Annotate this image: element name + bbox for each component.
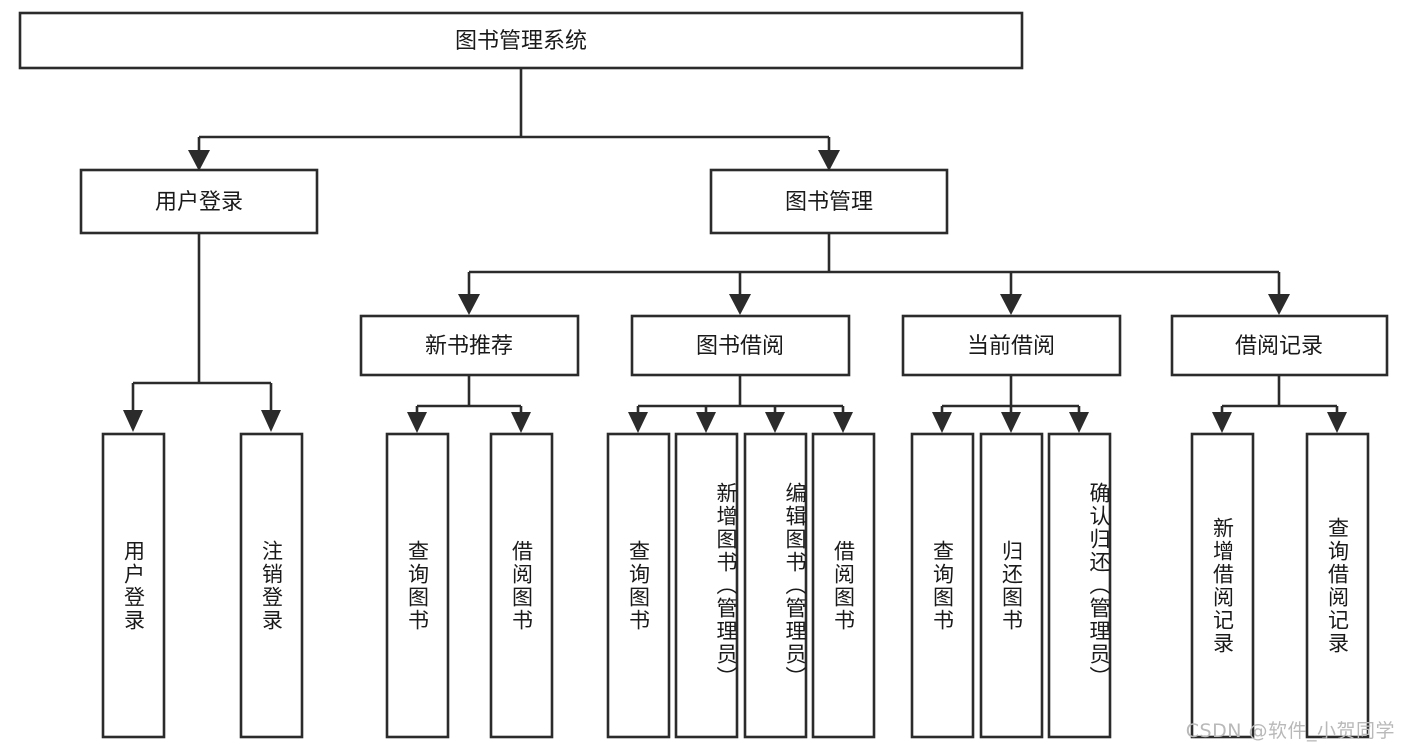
- leaf-current-borrow-confirm[interactable]: [1047, 432, 1112, 739]
- leaf-book-borrow-query[interactable]: [606, 432, 671, 739]
- node-borrow-record-label: 借阅记录: [1235, 334, 1323, 359]
- node-root[interactable]: 图书管理系统: [18, 11, 1024, 70]
- leaf-book-borrow-edit[interactable]: [743, 432, 808, 739]
- node-book-management[interactable]: 图书管理: [709, 168, 949, 235]
- leaf-user-login-login[interactable]: [101, 432, 166, 739]
- connector-group-borrow-record: [1212, 375, 1347, 433]
- node-new-book-recommend-label: 新书推荐: [425, 334, 513, 359]
- leaf-borrow-record-query[interactable]: [1305, 432, 1370, 739]
- node-borrow-record[interactable]: 借阅记录: [1170, 314, 1389, 377]
- connector-group-user-login: [123, 233, 281, 432]
- leaf-current-borrow-return[interactable]: [979, 432, 1044, 739]
- node-user-login[interactable]: 用户登录: [79, 168, 319, 235]
- node-user-login-label: 用户登录: [155, 190, 243, 215]
- node-new-book-recommend[interactable]: 新书推荐: [359, 314, 580, 377]
- node-book-borrow-label: 图书借阅: [696, 334, 784, 359]
- node-book-management-label: 图书管理: [785, 190, 873, 215]
- connector-group-book-borrow: [628, 375, 853, 433]
- connector-group-root: [188, 68, 840, 171]
- node-book-borrow[interactable]: 图书借阅: [630, 314, 851, 377]
- node-current-borrow-label: 当前借阅: [967, 334, 1055, 359]
- watermark-text: CSDN @软件_小贺同学: [1185, 720, 1395, 742]
- node-current-borrow[interactable]: 当前借阅: [901, 314, 1122, 377]
- leaf-borrow-record-add[interactable]: [1190, 432, 1255, 739]
- node-root-label: 图书管理系统: [455, 29, 587, 54]
- leaf-current-borrow-query[interactable]: [910, 432, 975, 739]
- leaf-book-borrow-add[interactable]: [674, 432, 739, 739]
- leaf-new-book-borrow[interactable]: [489, 432, 554, 739]
- leaf-new-book-query[interactable]: [385, 432, 450, 739]
- leaf-user-login-logout[interactable]: [239, 432, 304, 739]
- leaf-book-borrow-lend[interactable]: [811, 432, 876, 739]
- connector-group-new-book: [407, 375, 531, 433]
- connector-group-current-borrow: [932, 375, 1089, 433]
- connector-group-book-management: [458, 233, 1290, 315]
